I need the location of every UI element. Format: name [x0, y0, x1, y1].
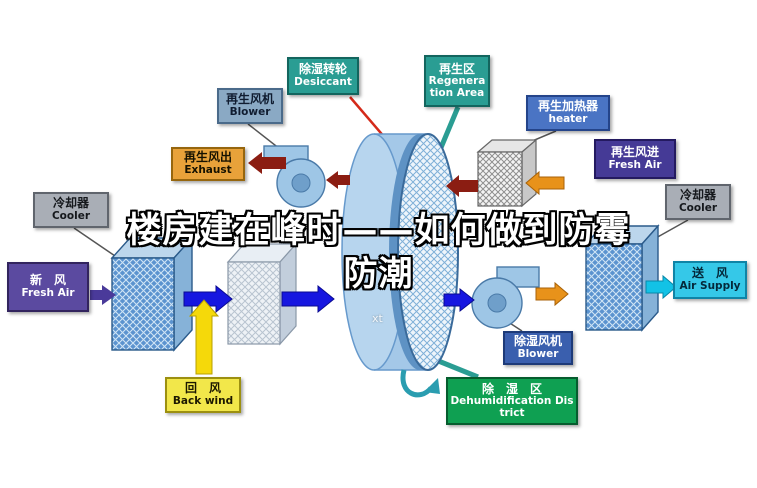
label-back-wind: 回 风 Back wind	[165, 377, 241, 413]
arrow-blower-to-cooler	[535, 281, 569, 307]
label-cooler-right-en: Cooler	[678, 201, 718, 214]
airflow-arrows	[90, 152, 677, 375]
label-air-supply-zh: 送 风	[691, 266, 728, 281]
label-cooler-left-zh: 冷却器	[52, 196, 89, 211]
label-back-wind-en: Back wind	[172, 394, 234, 407]
arrow-exhaust	[248, 152, 286, 174]
arrow-process-1	[183, 284, 233, 314]
label-dehumid-blower-zh: 除湿风机	[513, 334, 562, 349]
heater-element	[476, 138, 538, 208]
regen-blower-fan	[263, 145, 326, 208]
label-exhaust: 再生风出 Exhaust	[171, 147, 245, 181]
label-fresh-air-en: Fresh Air	[21, 286, 75, 299]
label-dehumid-district: 除 湿 区 Dehumidification District	[446, 377, 578, 425]
label-regen-blower-en: Blower	[229, 105, 271, 118]
arrow-heater-to-wheel	[446, 175, 478, 197]
watermark-title-line1: 楼房建在峰时——如何做到防霉	[126, 211, 631, 251]
dehumid-blower-fan	[471, 266, 540, 329]
label-fresh-air: 新 风 Fresh Air	[7, 262, 89, 312]
label-fresh-air-zh: 新 风	[29, 273, 66, 288]
arrow-process-2	[281, 284, 335, 314]
label-dehumid-blower: 除湿风机 Blower	[503, 331, 573, 365]
label-regeneration-area-en: Regeneration Area	[428, 74, 486, 99]
label-air-supply: 送 风 Air Supply	[673, 261, 747, 299]
label-regeneration-area: 再生区 Regeneration Area	[424, 55, 490, 107]
label-cooler-left-en: Cooler	[51, 209, 91, 222]
label-cooler-left: 冷却器 Cooler	[33, 192, 109, 228]
label-regen-fresh-air: 再生风进 Fresh Air	[594, 139, 676, 179]
watermark-title-line2: 防潮	[343, 254, 414, 294]
label-air-supply-en: Air Supply	[679, 279, 741, 292]
watermark-small: xt	[372, 312, 383, 325]
label-regeneration-area-zh: 再生区	[438, 61, 475, 76]
label-desiccant-en: Desiccant	[294, 75, 352, 88]
label-dehumid-district-zh: 除 湿 区	[481, 381, 542, 396]
label-dehumid-blower-en: Blower	[517, 347, 559, 360]
label-regen-fresh-air-en: Fresh Air	[608, 158, 662, 171]
rotation-arrow	[400, 369, 440, 398]
label-desiccant-zh: 除湿转轮	[298, 62, 347, 77]
right-cooler-coil	[584, 224, 660, 332]
label-exhaust-zh: 再生风出	[183, 150, 232, 165]
arrow-to-heater	[525, 170, 565, 196]
arrow-return-air	[188, 299, 220, 375]
label-heater-zh: 再生加热器	[537, 99, 598, 114]
desiccant-wheel	[341, 133, 459, 371]
arrow-fresh-air	[90, 285, 116, 305]
label-dehumid-district-en: Dehumidification District	[450, 394, 574, 419]
left-cooler-coil	[110, 236, 194, 352]
label-heater-en: heater	[548, 112, 588, 125]
label-regen-blower: 再生风机 Blower	[217, 88, 283, 124]
label-regen-blower-zh: 再生风机	[225, 92, 274, 107]
arrow-wheel-to-regen-blower	[326, 171, 350, 189]
label-regen-fresh-air-zh: 再生风进	[610, 145, 659, 160]
label-back-wind-zh: 回 风	[184, 381, 221, 396]
label-desiccant: 除湿转轮 Desiccant	[287, 57, 359, 95]
label-cooler-right-zh: 冷却器	[679, 188, 716, 203]
label-cooler-right: 冷却器 Cooler	[665, 184, 731, 220]
mid-filter-box	[226, 242, 298, 346]
arrow-wheel-to-dehumid-blower	[443, 287, 475, 313]
label-heater: 再生加热器 heater	[526, 95, 610, 131]
arrow-air-supply	[645, 274, 677, 300]
label-exhaust-en: Exhaust	[184, 163, 232, 176]
